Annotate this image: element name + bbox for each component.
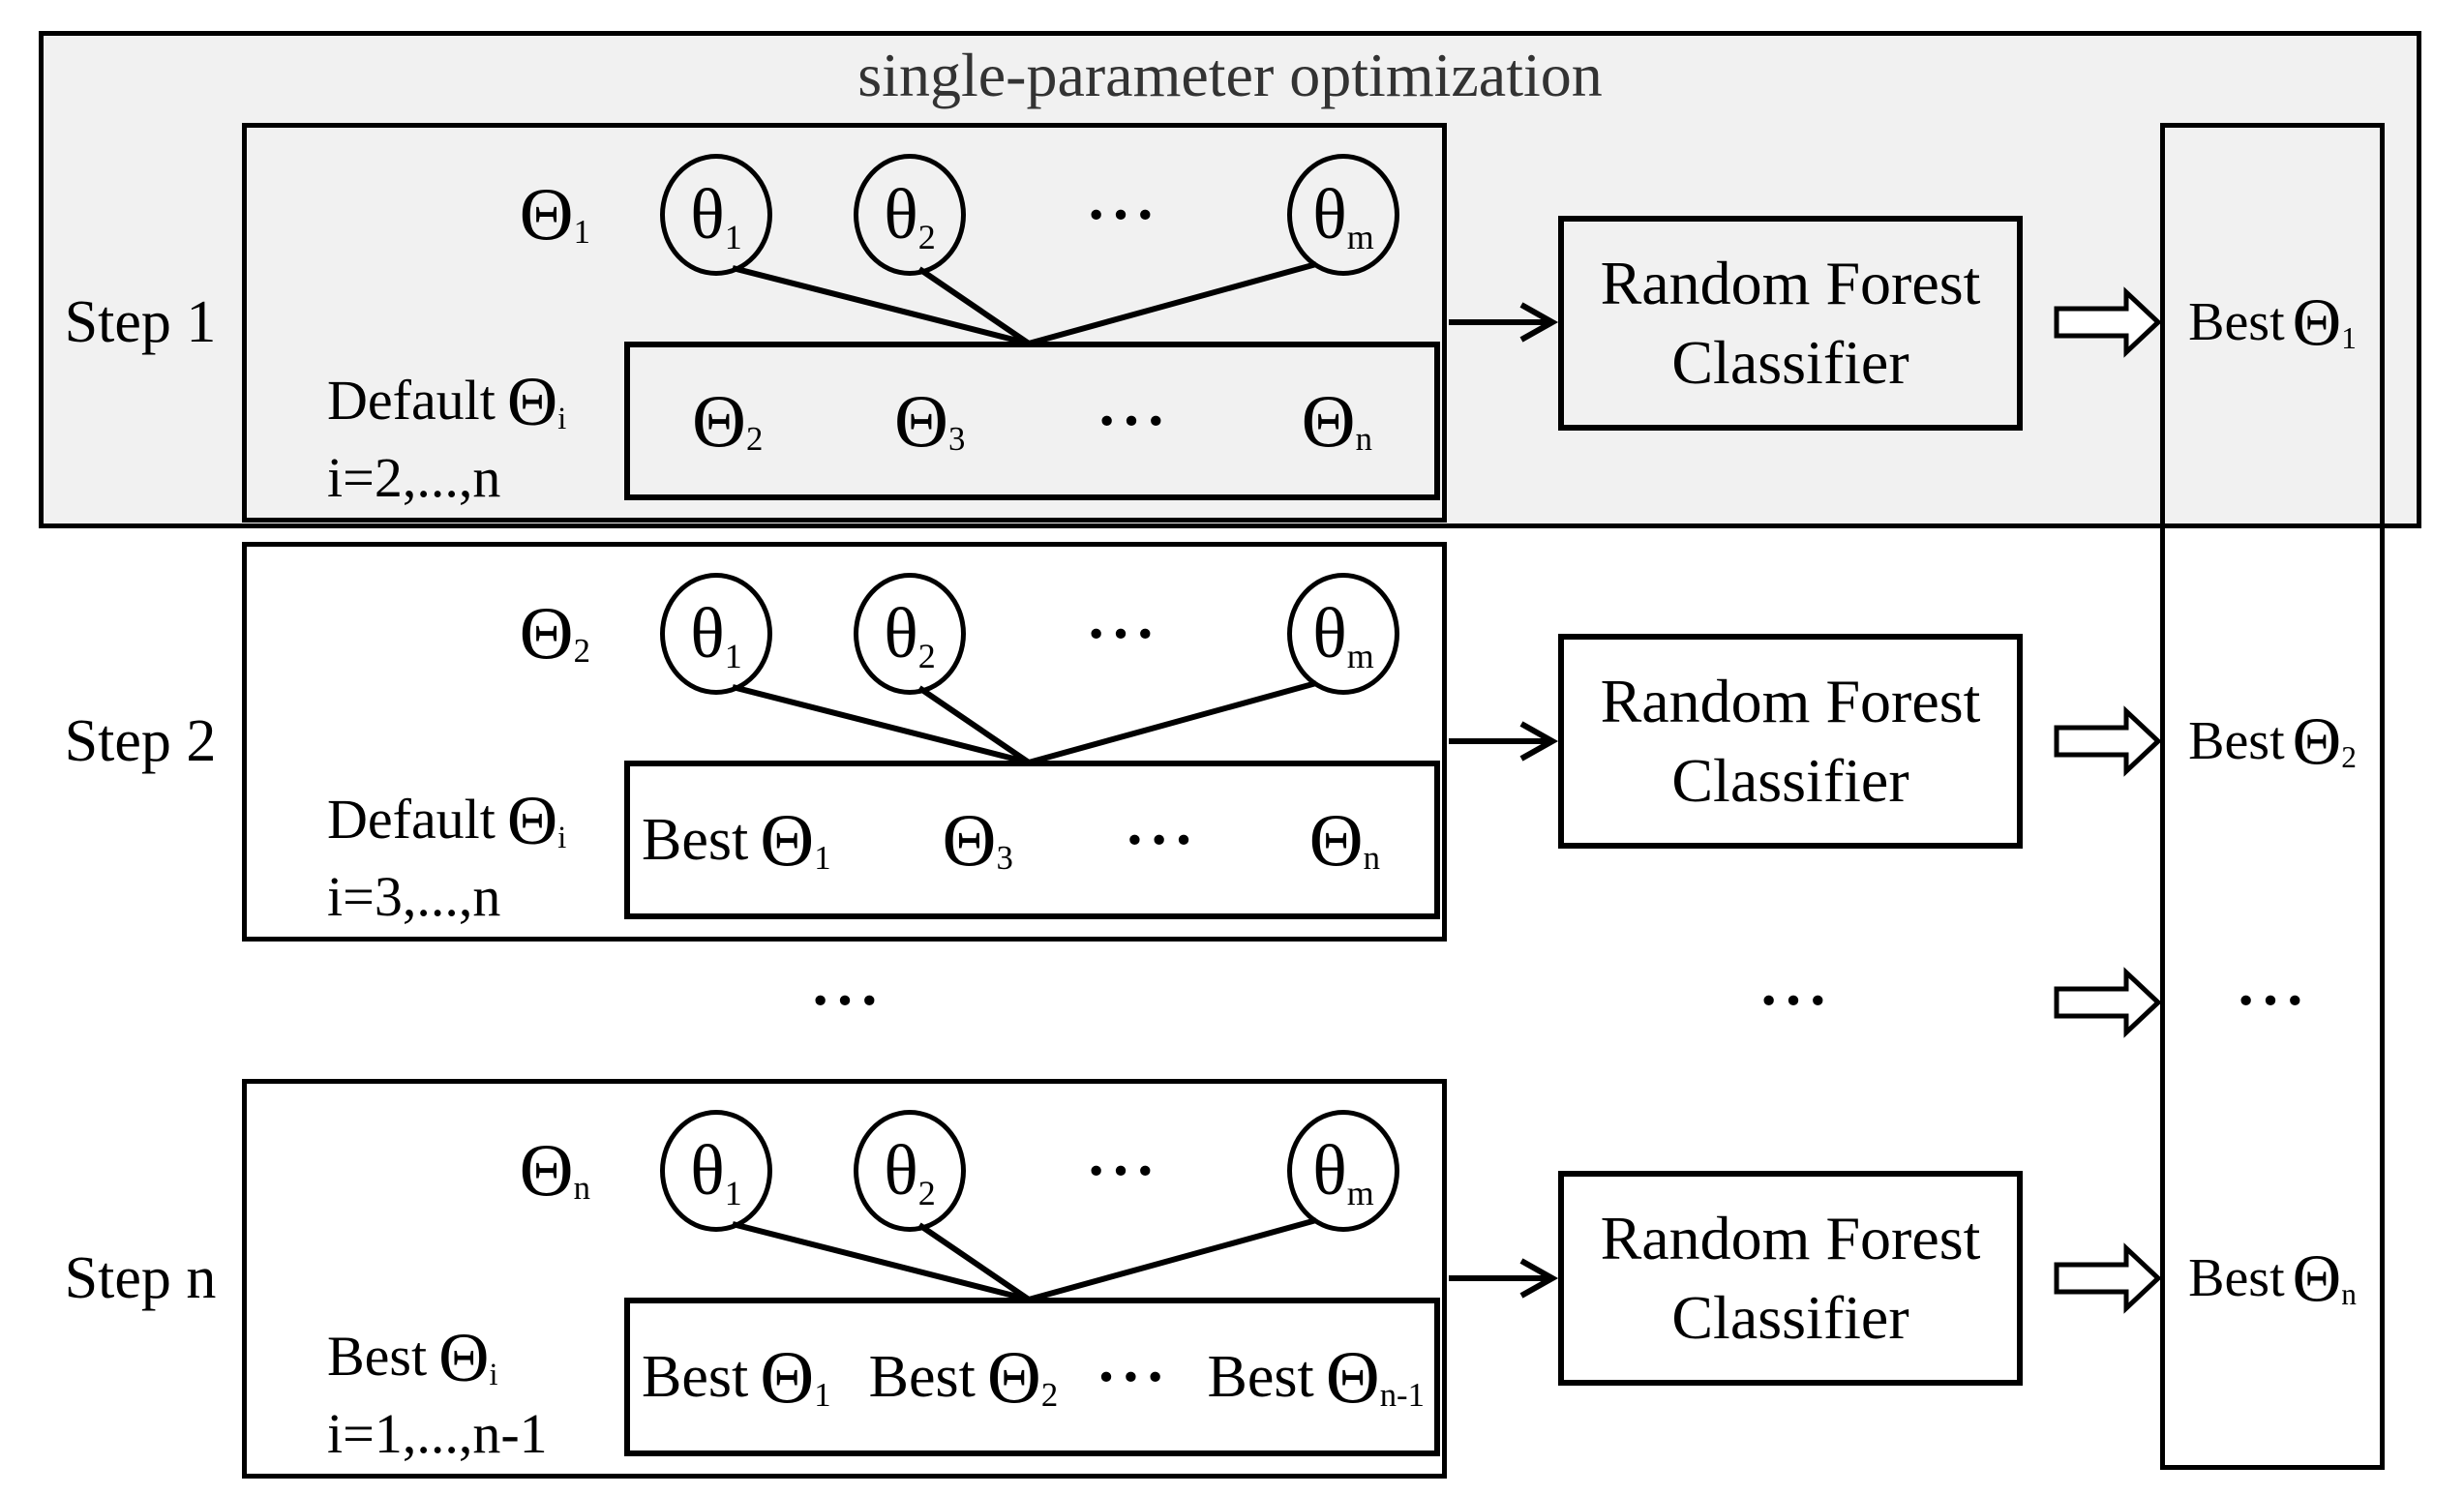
step-1-circle-ellipsis: ···	[1085, 180, 1160, 249]
between-steps-ellipsis: ···	[809, 966, 885, 1034]
random-forest-line2: Classifier	[1671, 746, 1909, 815]
step-2-candidate-circle-1: θ1	[660, 573, 772, 695]
results-column-ellipsis: ···	[2235, 966, 2310, 1034]
random-forest-line1: Random Forest	[1600, 667, 1981, 736]
step-n-param-label: Θn	[519, 1128, 590, 1212]
arrow-head	[1519, 1258, 1559, 1299]
step-2-random-forest-box: Random Forest Classifier	[1558, 634, 2023, 849]
step-1-pool-item-1: Θ2	[692, 379, 764, 463]
step-n-candidate-circle-2: θ2	[854, 1110, 966, 1232]
step-1-candidate-circle-1: θ1	[660, 154, 772, 276]
step-n-pool-ellipsis: ···	[1096, 1342, 1170, 1411]
step-1-param-label: Θ1	[519, 172, 590, 256]
step-1-random-forest-box: Random Forest Classifier	[1558, 216, 2023, 431]
step-n-box	[242, 1079, 1447, 1479]
step-2-pool-item-n: Θn	[1308, 798, 1380, 882]
step-1-fixed-params-box: Θ2 Θ3 ··· Θn	[624, 342, 1440, 500]
best-results-column	[2160, 123, 2385, 1470]
double-arrow-icon	[2054, 705, 2162, 777]
step-2-circle-ellipsis: ···	[1085, 599, 1160, 668]
step-2-box	[242, 542, 1447, 942]
step-2-pool-ellipsis: ···	[1124, 805, 1198, 874]
step-1-pool-ellipsis: ···	[1096, 386, 1170, 455]
random-forest-line1: Random Forest	[1600, 1204, 1981, 1273]
step-n-side-range: i=1,...,n-1	[327, 1402, 548, 1465]
step-2-pool-item-2: Θ3	[942, 798, 1013, 882]
double-arrow-icon	[2054, 967, 2162, 1038]
step-n-random-forest-box: Random Forest Classifier	[1558, 1171, 2023, 1386]
classifier-column-ellipsis: ···	[1758, 966, 1833, 1034]
step-1-box	[242, 123, 1447, 523]
step-n-candidate-circle-m: θm	[1287, 1110, 1399, 1232]
panel-title: single-parameter optimization	[857, 41, 1603, 109]
step-n-label: Step n	[64, 1245, 217, 1311]
step-2-candidate-circle-2: θ2	[854, 573, 966, 695]
step-1-label: Step 1	[64, 289, 217, 355]
step-1-pool-item-n: Θn	[1301, 379, 1372, 463]
step-1-pool-item-2: Θ3	[893, 379, 966, 463]
step-1-candidate-circle-m: θm	[1287, 154, 1399, 276]
step-1-candidate-circle-2: θ2	[854, 154, 966, 276]
step-1-side-range: i=2,...,n	[327, 446, 501, 509]
arrow-head	[1519, 721, 1559, 762]
random-forest-line2: Classifier	[1671, 1283, 1909, 1352]
double-arrow-icon	[2054, 1242, 2162, 1314]
step-2-candidate-circle-m: θm	[1287, 573, 1399, 695]
random-forest-line1: Random Forest	[1600, 249, 1981, 318]
step-2-param-label: Θ2	[519, 591, 590, 675]
step-n-circle-ellipsis: ···	[1085, 1136, 1160, 1205]
step-n-candidate-circle-1: θ1	[660, 1110, 772, 1232]
step-2-side-range: i=3,...,n	[327, 865, 501, 928]
step-2-label: Step 2	[64, 708, 217, 774]
random-forest-line2: Classifier	[1671, 328, 1909, 397]
